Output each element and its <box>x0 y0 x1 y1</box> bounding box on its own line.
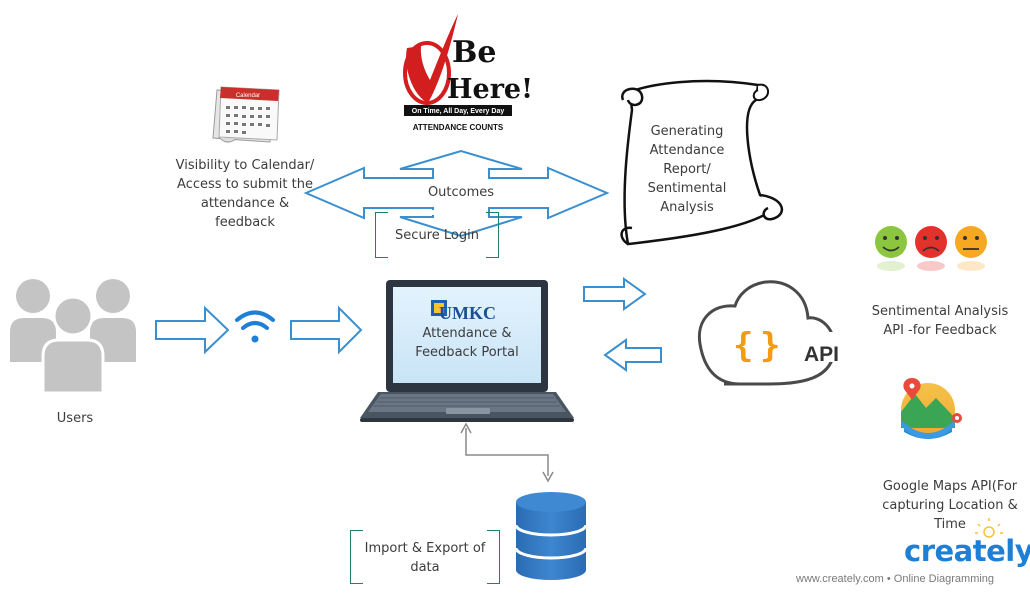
umkc-logo: UMKC <box>431 300 496 323</box>
calendar-icon: Calendar <box>212 86 280 143</box>
be-here-caption: ATTENDANCE COUNTS <box>413 123 504 132</box>
secure-login-box <box>375 210 499 260</box>
import-export-box <box>350 528 500 586</box>
calendar-header: Calendar <box>236 93 260 99</box>
svg-text:}: } <box>760 326 780 366</box>
wifi-to-portal-arrow <box>290 305 363 355</box>
scroll-icon <box>620 79 784 246</box>
creately-logo[interactable]: creately <box>904 534 1030 568</box>
api-badge-text: API <box>804 343 839 366</box>
portal-to-api-arrow <box>583 277 647 311</box>
database-icon <box>514 492 588 580</box>
maps-api-label: Google Maps API(For capturing Location &… <box>882 479 1018 532</box>
be-here-logo-icon: Be Here! On Time, All Day, Every Day ATT… <box>403 14 533 132</box>
umkc-text: UMKC <box>439 303 496 323</box>
portal-database-connector <box>460 422 554 483</box>
import-export-label: Import & Export of data <box>364 541 486 575</box>
smileys-icon <box>875 226 987 271</box>
lightbulb-icon <box>975 518 1003 538</box>
users-to-wifi-arrow <box>155 305 230 355</box>
sentiment-api-label: Sentimental Analysis API -for Feedback <box>871 304 1009 338</box>
report-label: Generating Attendance Report/ Sentimenta… <box>647 124 727 215</box>
users-icon <box>10 279 136 395</box>
users-label: Users <box>56 411 94 426</box>
maps-icon <box>901 378 962 439</box>
portal-label: Attendance & Feedback Portal <box>415 326 519 360</box>
laptop-icon <box>360 280 574 422</box>
be-here-line2: Here! <box>447 74 533 105</box>
cloud-api-icon: { } API <box>697 280 842 386</box>
creately-footer[interactable]: www.creately.com • Online Diagramming <box>796 573 995 585</box>
secure-login-label: Secure Login <box>395 228 479 243</box>
calendar-label: Visibility to Calendar/ Access to submit… <box>175 158 315 230</box>
wifi-icon <box>235 310 275 343</box>
api-to-portal-arrow <box>603 338 662 372</box>
outcomes-label: Outcomes <box>427 185 495 200</box>
be-here-line1: Be <box>452 35 496 70</box>
be-here-strip: On Time, All Day, Every Day <box>412 108 505 115</box>
svg-text:{: { <box>733 326 753 366</box>
outcomes-double-arrow <box>303 149 610 238</box>
